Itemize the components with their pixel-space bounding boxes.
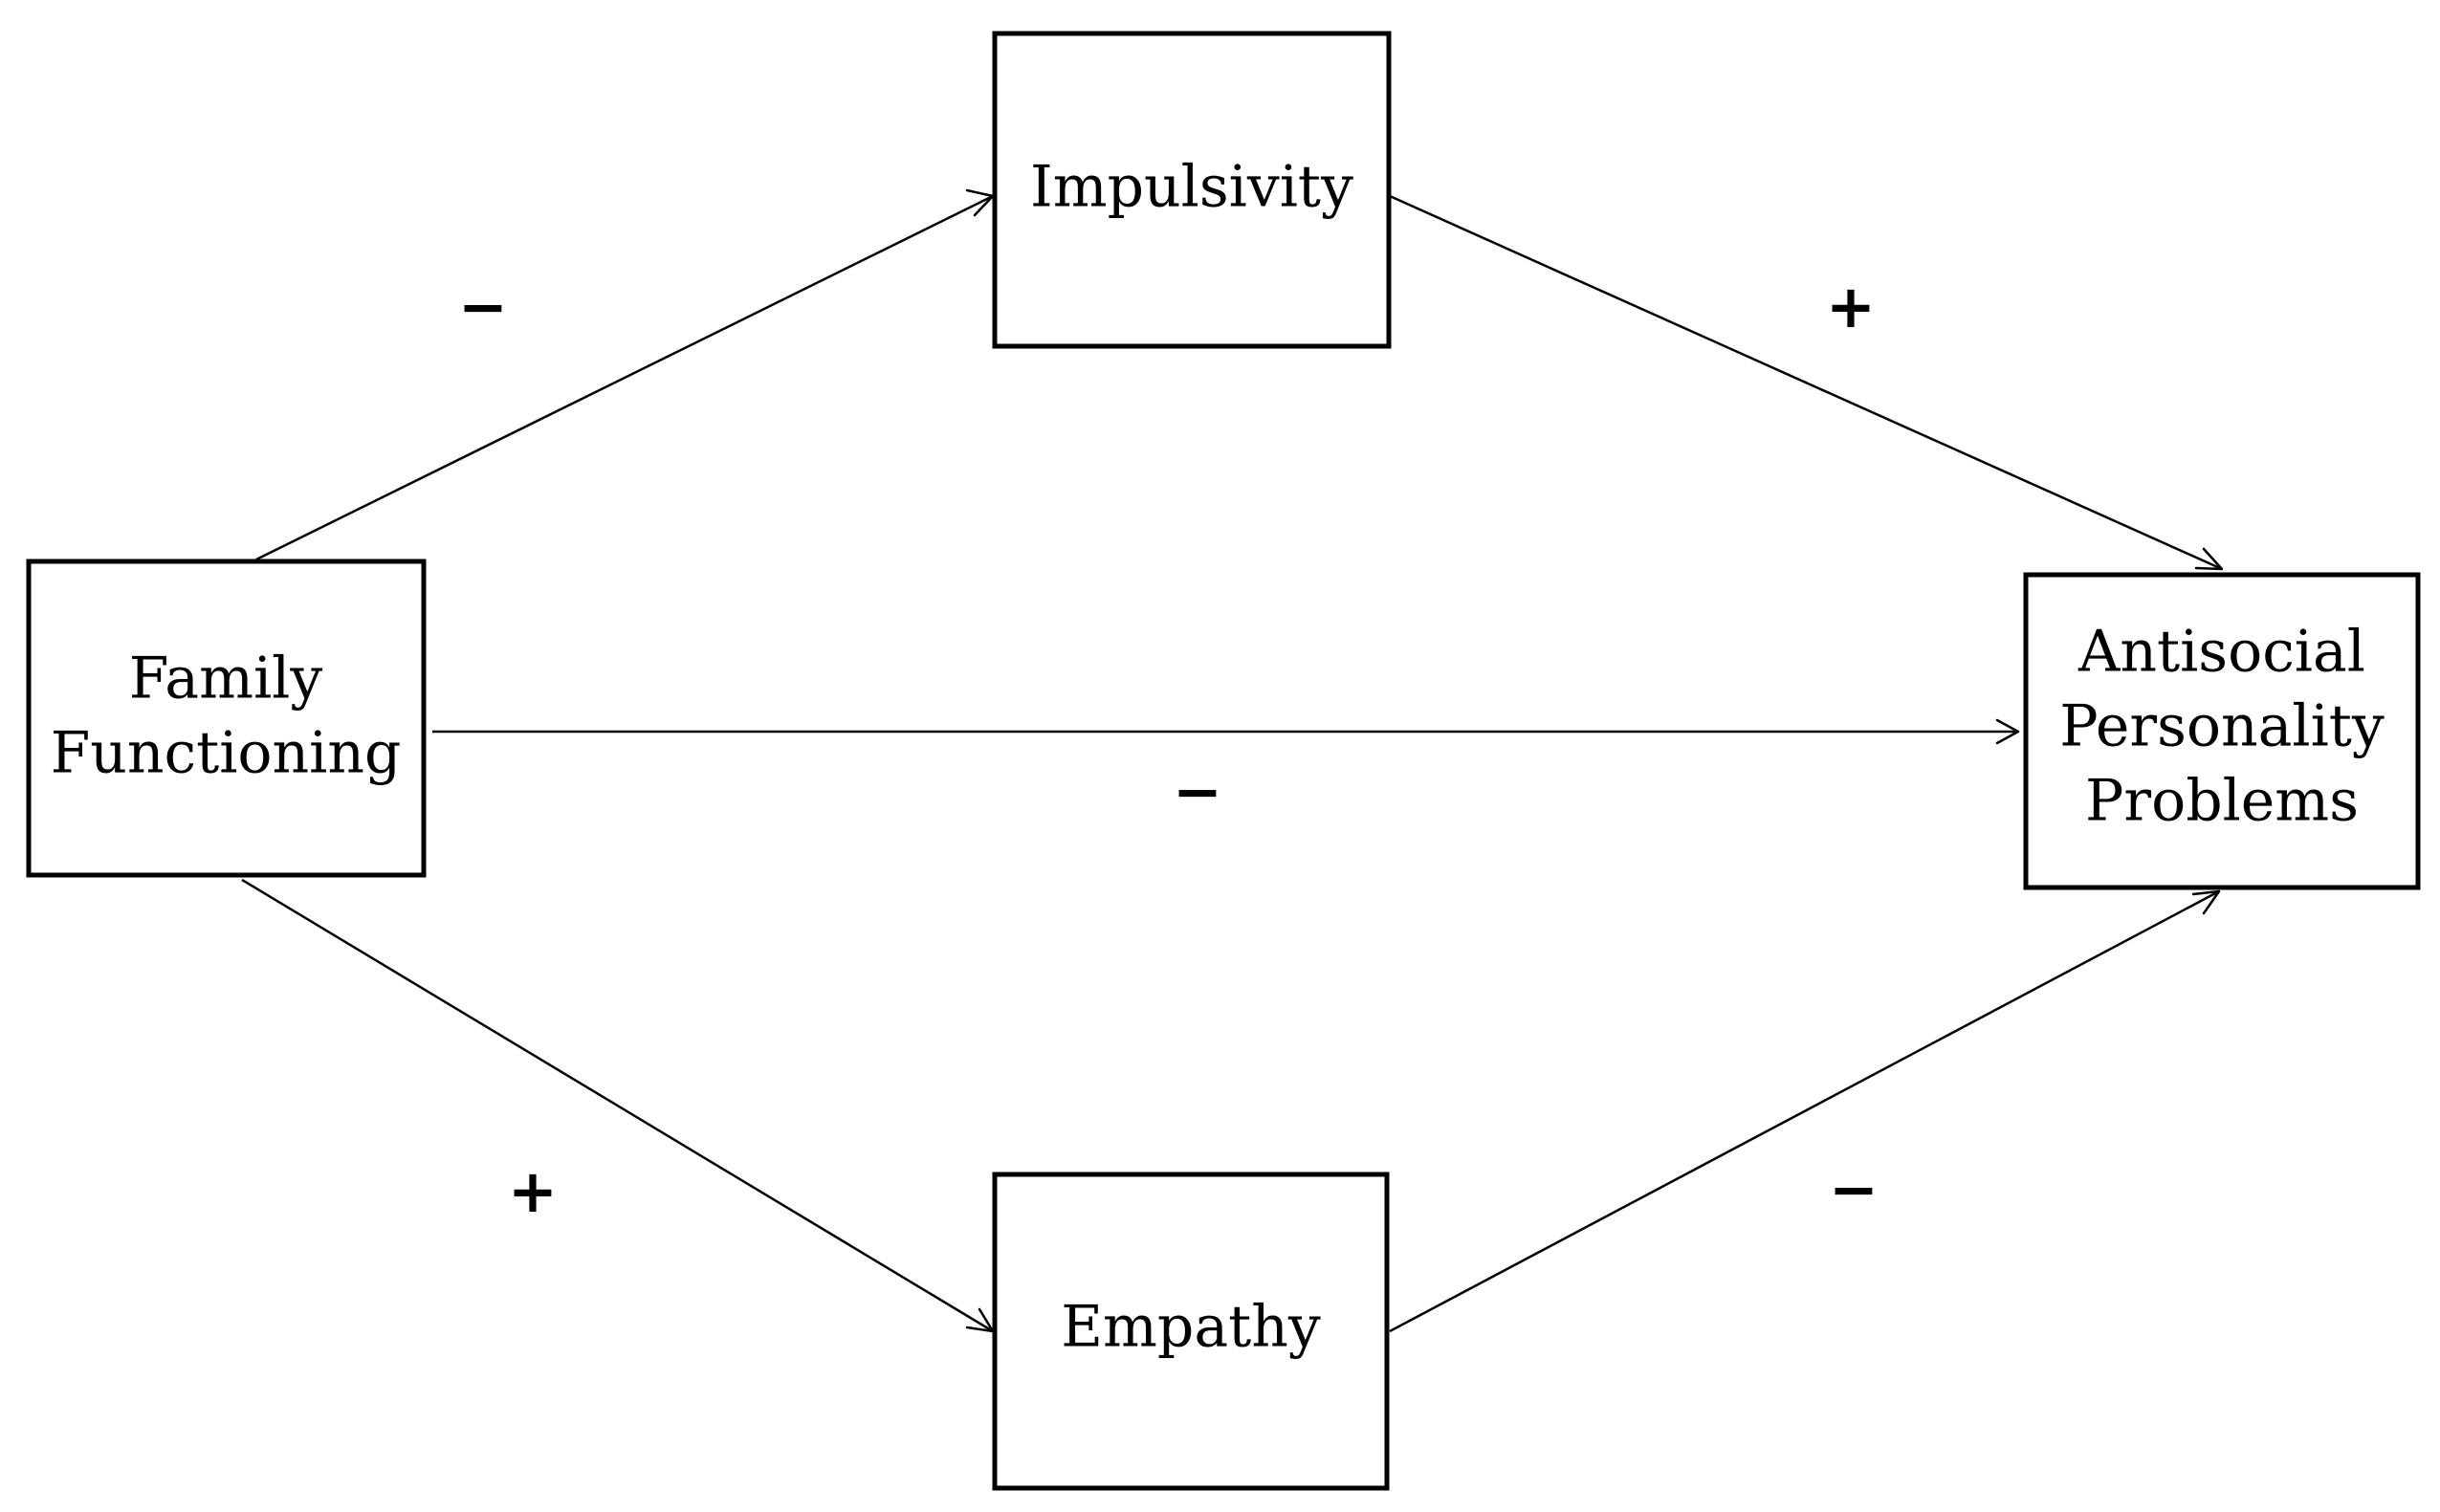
sign-family-to-impulsivity: −	[458, 272, 508, 341]
node-antisocial-personality-problems: Antisocial Personality Problems	[2023, 572, 2421, 890]
node-label-line: Impulsivity	[1030, 154, 1353, 221]
edge-family-to-impulsivity	[255, 188, 995, 561]
arrowhead-icon	[2194, 547, 2224, 571]
edge-family-to-empathy	[241, 878, 995, 1333]
node-label-line: Problems	[2085, 768, 2359, 835]
sign-impulsivity-to-antisocial: +	[1826, 272, 1876, 341]
node-family-functioning: Family Functioning	[26, 559, 427, 878]
sign-family-to-antisocial: −	[1173, 756, 1222, 826]
node-label-line: Family	[129, 646, 323, 712]
sign-family-to-empathy: +	[508, 1156, 558, 1226]
node-label-line: Functioning	[51, 720, 402, 787]
arrowhead-icon	[2191, 889, 2221, 915]
node-impulsivity: Impulsivity	[992, 31, 1392, 349]
sign-empathy-to-antisocial: −	[1829, 1154, 1879, 1224]
node-label-line: Personality	[2059, 693, 2385, 760]
node-label-line: Antisocial	[2077, 619, 2365, 686]
node-label-line: Empathy	[1061, 1294, 1321, 1361]
arrowhead-icon	[1995, 718, 2020, 745]
edge-empathy-to-antisocial	[1389, 889, 2221, 1333]
edge-impulsivity-to-antisocial	[1389, 194, 2224, 571]
node-empathy: Empathy	[992, 1172, 1390, 1491]
edge-family-to-antisocial	[432, 718, 2020, 745]
